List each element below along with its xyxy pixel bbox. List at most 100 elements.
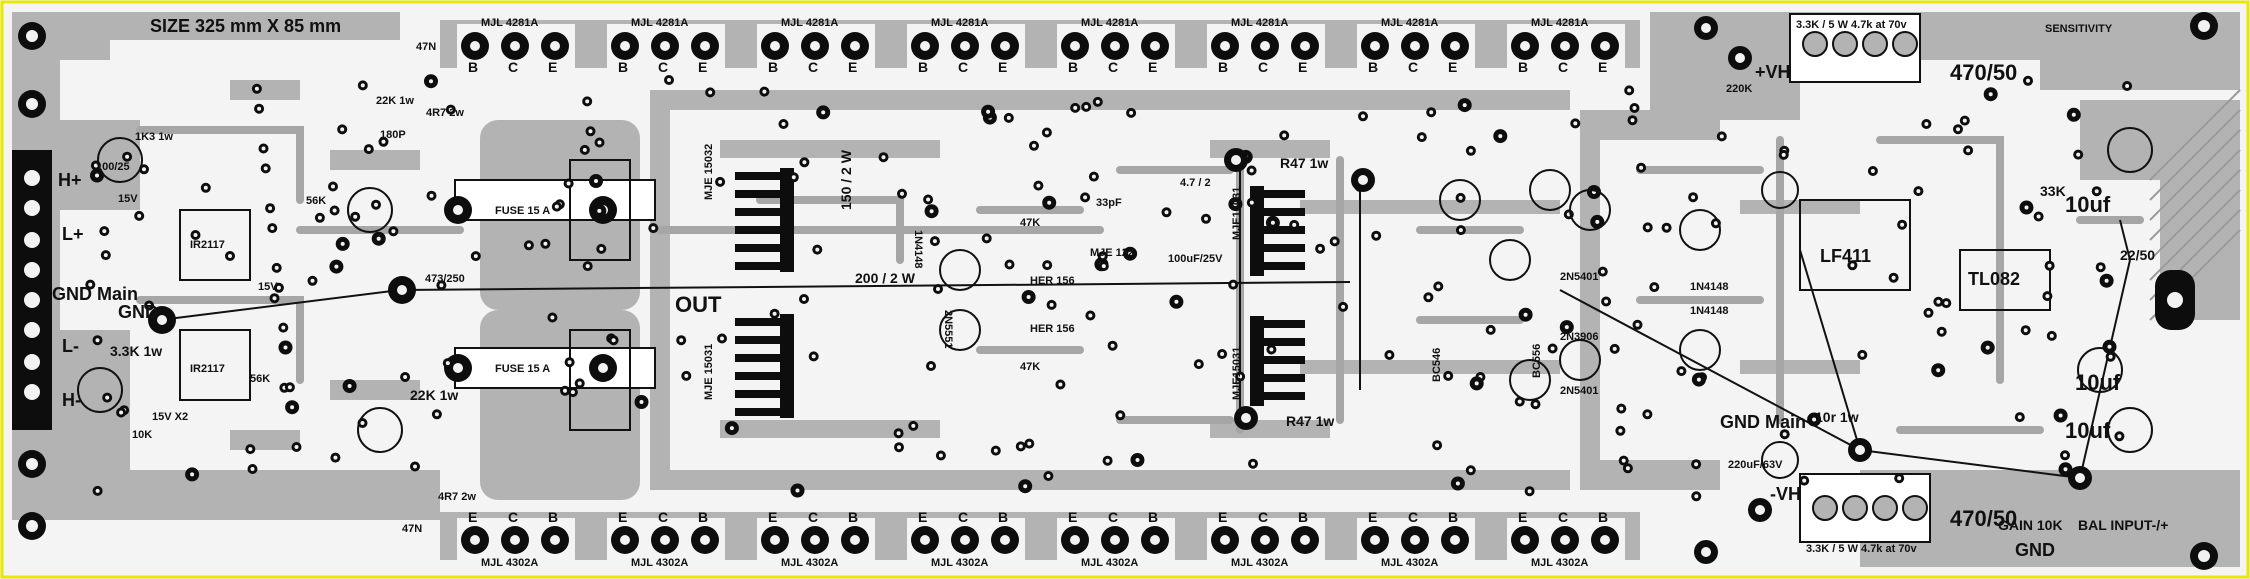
component-pad-hole — [1966, 148, 1971, 153]
bottom-transistor-pin-letter: C — [958, 509, 968, 525]
component-pad-hole — [1238, 374, 1243, 379]
component-pad-hole — [1058, 382, 1063, 387]
top-transistor-pin-letter: B — [468, 59, 478, 75]
d15v-a-label: 15V — [118, 193, 138, 205]
component-pad-hole — [1627, 88, 1632, 93]
top-transistor-pad-hole — [1220, 41, 1230, 51]
component-pad-hole — [599, 246, 604, 251]
component-pad-hole — [1100, 254, 1105, 259]
component-pad-hole — [811, 354, 816, 359]
top-transistor-pin-letter: B — [918, 59, 928, 75]
top-transistor-label: MJL 4281A — [931, 17, 988, 29]
top-transistor-pad-hole — [470, 41, 480, 51]
component-pad-hole — [1618, 428, 1623, 433]
r-10k-label: 10K — [132, 429, 152, 441]
component-pad-hole — [1870, 169, 1875, 173]
component-pad-hole — [802, 160, 807, 165]
c-22-50-label: 22/50 — [2120, 247, 2155, 263]
component-pad-hole — [926, 197, 931, 202]
component-pad-hole — [1652, 285, 1657, 290]
component-pad-hole — [1249, 200, 1254, 205]
component-pad-hole — [929, 364, 933, 368]
top-transistor-pad-hole — [770, 41, 780, 51]
bottom-transistor-pad-hole — [1070, 535, 1080, 545]
component-pad-hole — [585, 264, 590, 269]
top-transistor-label: MJL 4281A — [1381, 17, 1438, 29]
r-47k-a-label: 47K — [1020, 217, 1040, 229]
component-pad-hole — [1249, 168, 1254, 173]
component-pad-hole — [2108, 354, 2113, 359]
component-pad-hole — [1047, 200, 1052, 205]
component-pad-hole — [1713, 221, 1718, 226]
component-pad-hole — [570, 390, 575, 395]
top-transistor-pad-hole — [920, 41, 930, 51]
component-pad-hole — [88, 282, 93, 287]
component-pad-hole — [1632, 106, 1637, 110]
component-pad-hole — [567, 360, 572, 365]
component-pad-hole — [1573, 121, 1578, 126]
q2n5401-a-label: 2N5401 — [1560, 271, 1599, 283]
test-points — [148, 46, 2092, 522]
top-transistor-pin-letter: B — [1068, 59, 1078, 75]
top-transistor-pin-letter: B — [618, 59, 628, 75]
component-pad-hole — [1332, 239, 1337, 244]
component-pad-hole — [1936, 299, 1941, 304]
component-pad-hole — [526, 243, 531, 248]
mjl-driver-a-label: MJE15031 — [1231, 187, 1243, 240]
component-pad-hole — [582, 147, 587, 152]
component-pad-hole — [1032, 143, 1036, 148]
component-pad-hole — [1046, 474, 1051, 478]
component-pad-hole — [1962, 118, 1967, 123]
component-pad-hole — [1498, 134, 1503, 139]
bc546-label: BC546 — [1431, 348, 1443, 382]
bottom-transistor-pad-hole — [1150, 535, 1160, 545]
component-pad-hole — [1095, 99, 1100, 104]
component-pad-hole — [272, 296, 277, 301]
top-transistor-pad-hole — [1370, 41, 1380, 51]
component-pad-hole — [2036, 214, 2041, 219]
component-pad-hole — [1595, 219, 1600, 224]
component-pad-hole — [2058, 413, 2063, 418]
component-pad-hole — [257, 106, 262, 111]
component-pad-hole — [1118, 413, 1123, 418]
r-1k3-label: 1K3 1w — [135, 131, 173, 143]
component-pad-hole — [2063, 467, 2068, 472]
ir2117-ic-a — [179, 209, 251, 281]
tl082-label: TL082 — [1968, 269, 2020, 289]
component-pad-hole — [1639, 165, 1644, 170]
component-pad-hole — [1455, 481, 1460, 486]
component-pad-hole — [1679, 369, 1684, 374]
bottom-transistor-pad-hole — [550, 535, 560, 545]
tl082-ic — [1959, 249, 2051, 311]
top-transistor-pad-hole — [660, 41, 670, 51]
r-her156-b-label: HER 156 — [1030, 323, 1075, 335]
component-pad-hole — [1944, 301, 1949, 306]
top-transistor-label: MJL 4281A — [781, 17, 838, 29]
bottom-transistor-pin-letter: C — [808, 509, 818, 525]
component-pad-hole — [290, 405, 295, 410]
component-pad-hole — [95, 488, 100, 493]
bottom-transistor-pin-letter: B — [1148, 509, 1158, 525]
component-pad-hole — [1387, 353, 1392, 357]
component-pad-hole — [276, 285, 281, 290]
component-pad-hole — [1429, 110, 1434, 115]
component-pad-hole — [1083, 195, 1088, 200]
n4148-c-label: 1N4148 — [912, 230, 924, 269]
d15v-x2-label: 15V X2 — [152, 411, 188, 423]
gnd-right-label: GND — [2015, 540, 2055, 560]
component-pad-hole — [429, 79, 433, 84]
component-pad-hole — [936, 287, 940, 291]
component-pad-hole — [1619, 406, 1624, 411]
r-220k-label: 220K — [1726, 83, 1752, 95]
component-pad-hole — [1988, 92, 1993, 97]
bottom-transistor-pad-hole — [850, 535, 860, 545]
component-pad-hole — [720, 336, 724, 341]
component-pad-hole — [1426, 295, 1431, 300]
